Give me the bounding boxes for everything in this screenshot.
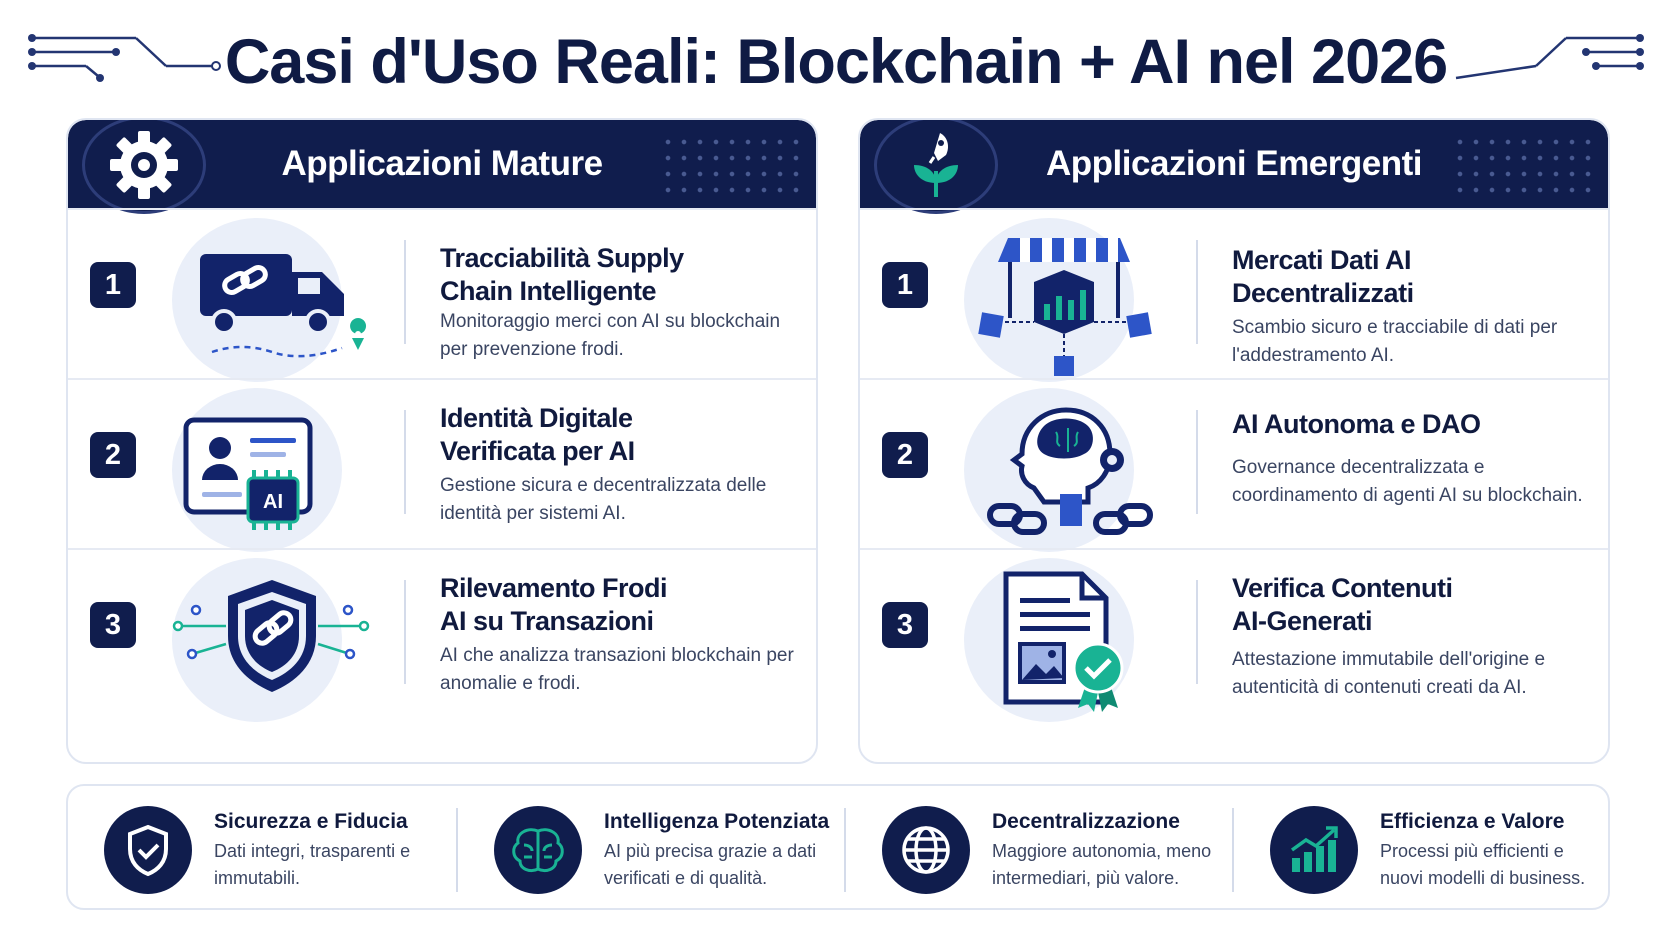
shield-chain-icon	[172, 558, 370, 722]
divider	[404, 580, 406, 684]
id-card-ai-icon: AI	[172, 388, 342, 552]
divider	[404, 240, 406, 344]
item-description: Scambio sicuro e tracciabile di dati per…	[1232, 317, 1558, 366]
dot-pattern	[1452, 134, 1592, 198]
benefit-title: Intelligenza Potenziata	[604, 810, 830, 833]
item-title-line: AI su Transazioni	[440, 606, 654, 636]
item-number: 2	[90, 432, 136, 478]
item-description: Attestazione immutabile dell'origine e a…	[1232, 649, 1546, 698]
item-title-line: AI Autonoma e DAO	[1232, 409, 1481, 439]
divider	[1196, 580, 1198, 684]
list-item-mature-2: 2 AI Identità Digitale Verificata per AI	[68, 378, 816, 558]
list-item-emerging-2: 2 AI Autonoma e DAO	[860, 378, 1608, 558]
page-title: Casi d'Uso Reali: Blockchain + AI nel 20…	[224, 27, 1448, 97]
brain-icon	[494, 806, 582, 894]
item-title: Tracciabilità Supply Chain Intelligente	[440, 242, 800, 308]
data-market-icon	[964, 218, 1152, 382]
circuit-decoration-right-icon	[1455, 34, 1644, 80]
item-title-line: Chain Intelligente	[440, 276, 657, 306]
item-title-line: Verifica Contenuti	[1232, 573, 1453, 603]
divider	[1196, 240, 1198, 344]
item-title-line: Mercati Dati AI	[1232, 245, 1412, 275]
benefit-description: AI più precisa grazie a dati verificati …	[604, 841, 817, 888]
shield-check-icon	[104, 806, 192, 894]
item-title: Rilevamento Frodi AI su Transazioni	[440, 572, 800, 638]
list-item-emerging-1: 1	[860, 208, 1608, 388]
item-title: Verifica Contenuti AI-Generati	[1232, 572, 1592, 638]
circuit-decoration-left-icon	[28, 34, 221, 82]
item-title-line: Identità Digitale	[440, 403, 633, 433]
panel-title: Applicazioni Mature	[281, 144, 603, 183]
item-number: 3	[90, 602, 136, 648]
globe-icon	[882, 806, 970, 894]
robot-head-icon	[964, 388, 1153, 552]
item-number: 1	[882, 262, 928, 308]
divider	[1196, 410, 1198, 514]
rocket-plant-icon	[874, 120, 998, 214]
document-check-icon	[964, 558, 1134, 722]
ai-chip-label: AI	[263, 491, 283, 513]
truck-chain-icon	[172, 218, 367, 382]
item-description: Gestione sicura e decentralizzata delle …	[440, 475, 767, 524]
item-number: 1	[90, 262, 136, 308]
dot-pattern	[660, 134, 800, 198]
benefit-description: Dati integri, trasparenti e immutabili.	[214, 841, 411, 888]
item-title: AI Autonoma e DAO	[1232, 408, 1592, 441]
item-number: 3	[882, 602, 928, 648]
panel-emerging-applications: Applicazioni Emergenti 1	[858, 118, 1610, 764]
growth-chart-icon	[1270, 806, 1358, 894]
item-description: AI che analizza transazioni blockchain p…	[440, 645, 794, 694]
benefit-efficiency: Efficienza e Valore Processi più efficie…	[1234, 786, 1610, 912]
item-title-line: Tracciabilità Supply	[440, 243, 684, 273]
item-title-line: Verificata per AI	[440, 436, 635, 466]
benefit-description: Maggiore autonomia, meno intermediari, p…	[992, 841, 1212, 888]
list-item-mature-3: 3	[68, 548, 816, 762]
item-title-line: Decentralizzati	[1232, 278, 1414, 308]
item-description: Governance decentralizzata e coordinamen…	[1232, 457, 1583, 506]
benefit-title: Efficienza e Valore	[1380, 810, 1565, 833]
divider	[404, 410, 406, 514]
divider	[1232, 808, 1234, 892]
item-title-line: Rilevamento Frodi	[440, 573, 668, 603]
gear-icon	[82, 120, 206, 214]
benefit-security: Sicurezza e Fiducia Dati integri, traspa…	[68, 786, 444, 912]
list-item-emerging-3: 3 Verifica Contenuti AI-Generati	[860, 548, 1608, 762]
divider	[844, 808, 846, 892]
divider	[456, 808, 458, 892]
item-number: 2	[882, 432, 928, 478]
benefit-decentralization: Decentralizzazione Maggiore autonomia, m…	[846, 786, 1222, 912]
item-title: Identità Digitale Verificata per AI	[440, 402, 800, 468]
benefit-intelligence: Intelligenza Potenziata AI più precisa g…	[458, 786, 834, 912]
benefit-title: Decentralizzazione	[992, 810, 1180, 833]
benefits-bar: Sicurezza e Fiducia Dati integri, traspa…	[66, 784, 1610, 910]
item-description: Monitoraggio merci con AI su blockchain …	[440, 311, 781, 360]
item-title-line: AI-Generati	[1232, 606, 1373, 636]
panel-title: Applicazioni Emergenti	[1046, 144, 1423, 183]
benefit-title: Sicurezza e Fiducia	[214, 810, 408, 833]
item-title: Mercati Dati AI Decentralizzati	[1232, 244, 1592, 310]
list-item-mature-1: 1 Tracciabilità Supply Chain Inte	[68, 208, 816, 388]
panel-mature-applications: Applicazioni Mature 1	[66, 118, 818, 764]
benefit-description: Processi più efficienti e nuovi modelli …	[1380, 841, 1586, 888]
